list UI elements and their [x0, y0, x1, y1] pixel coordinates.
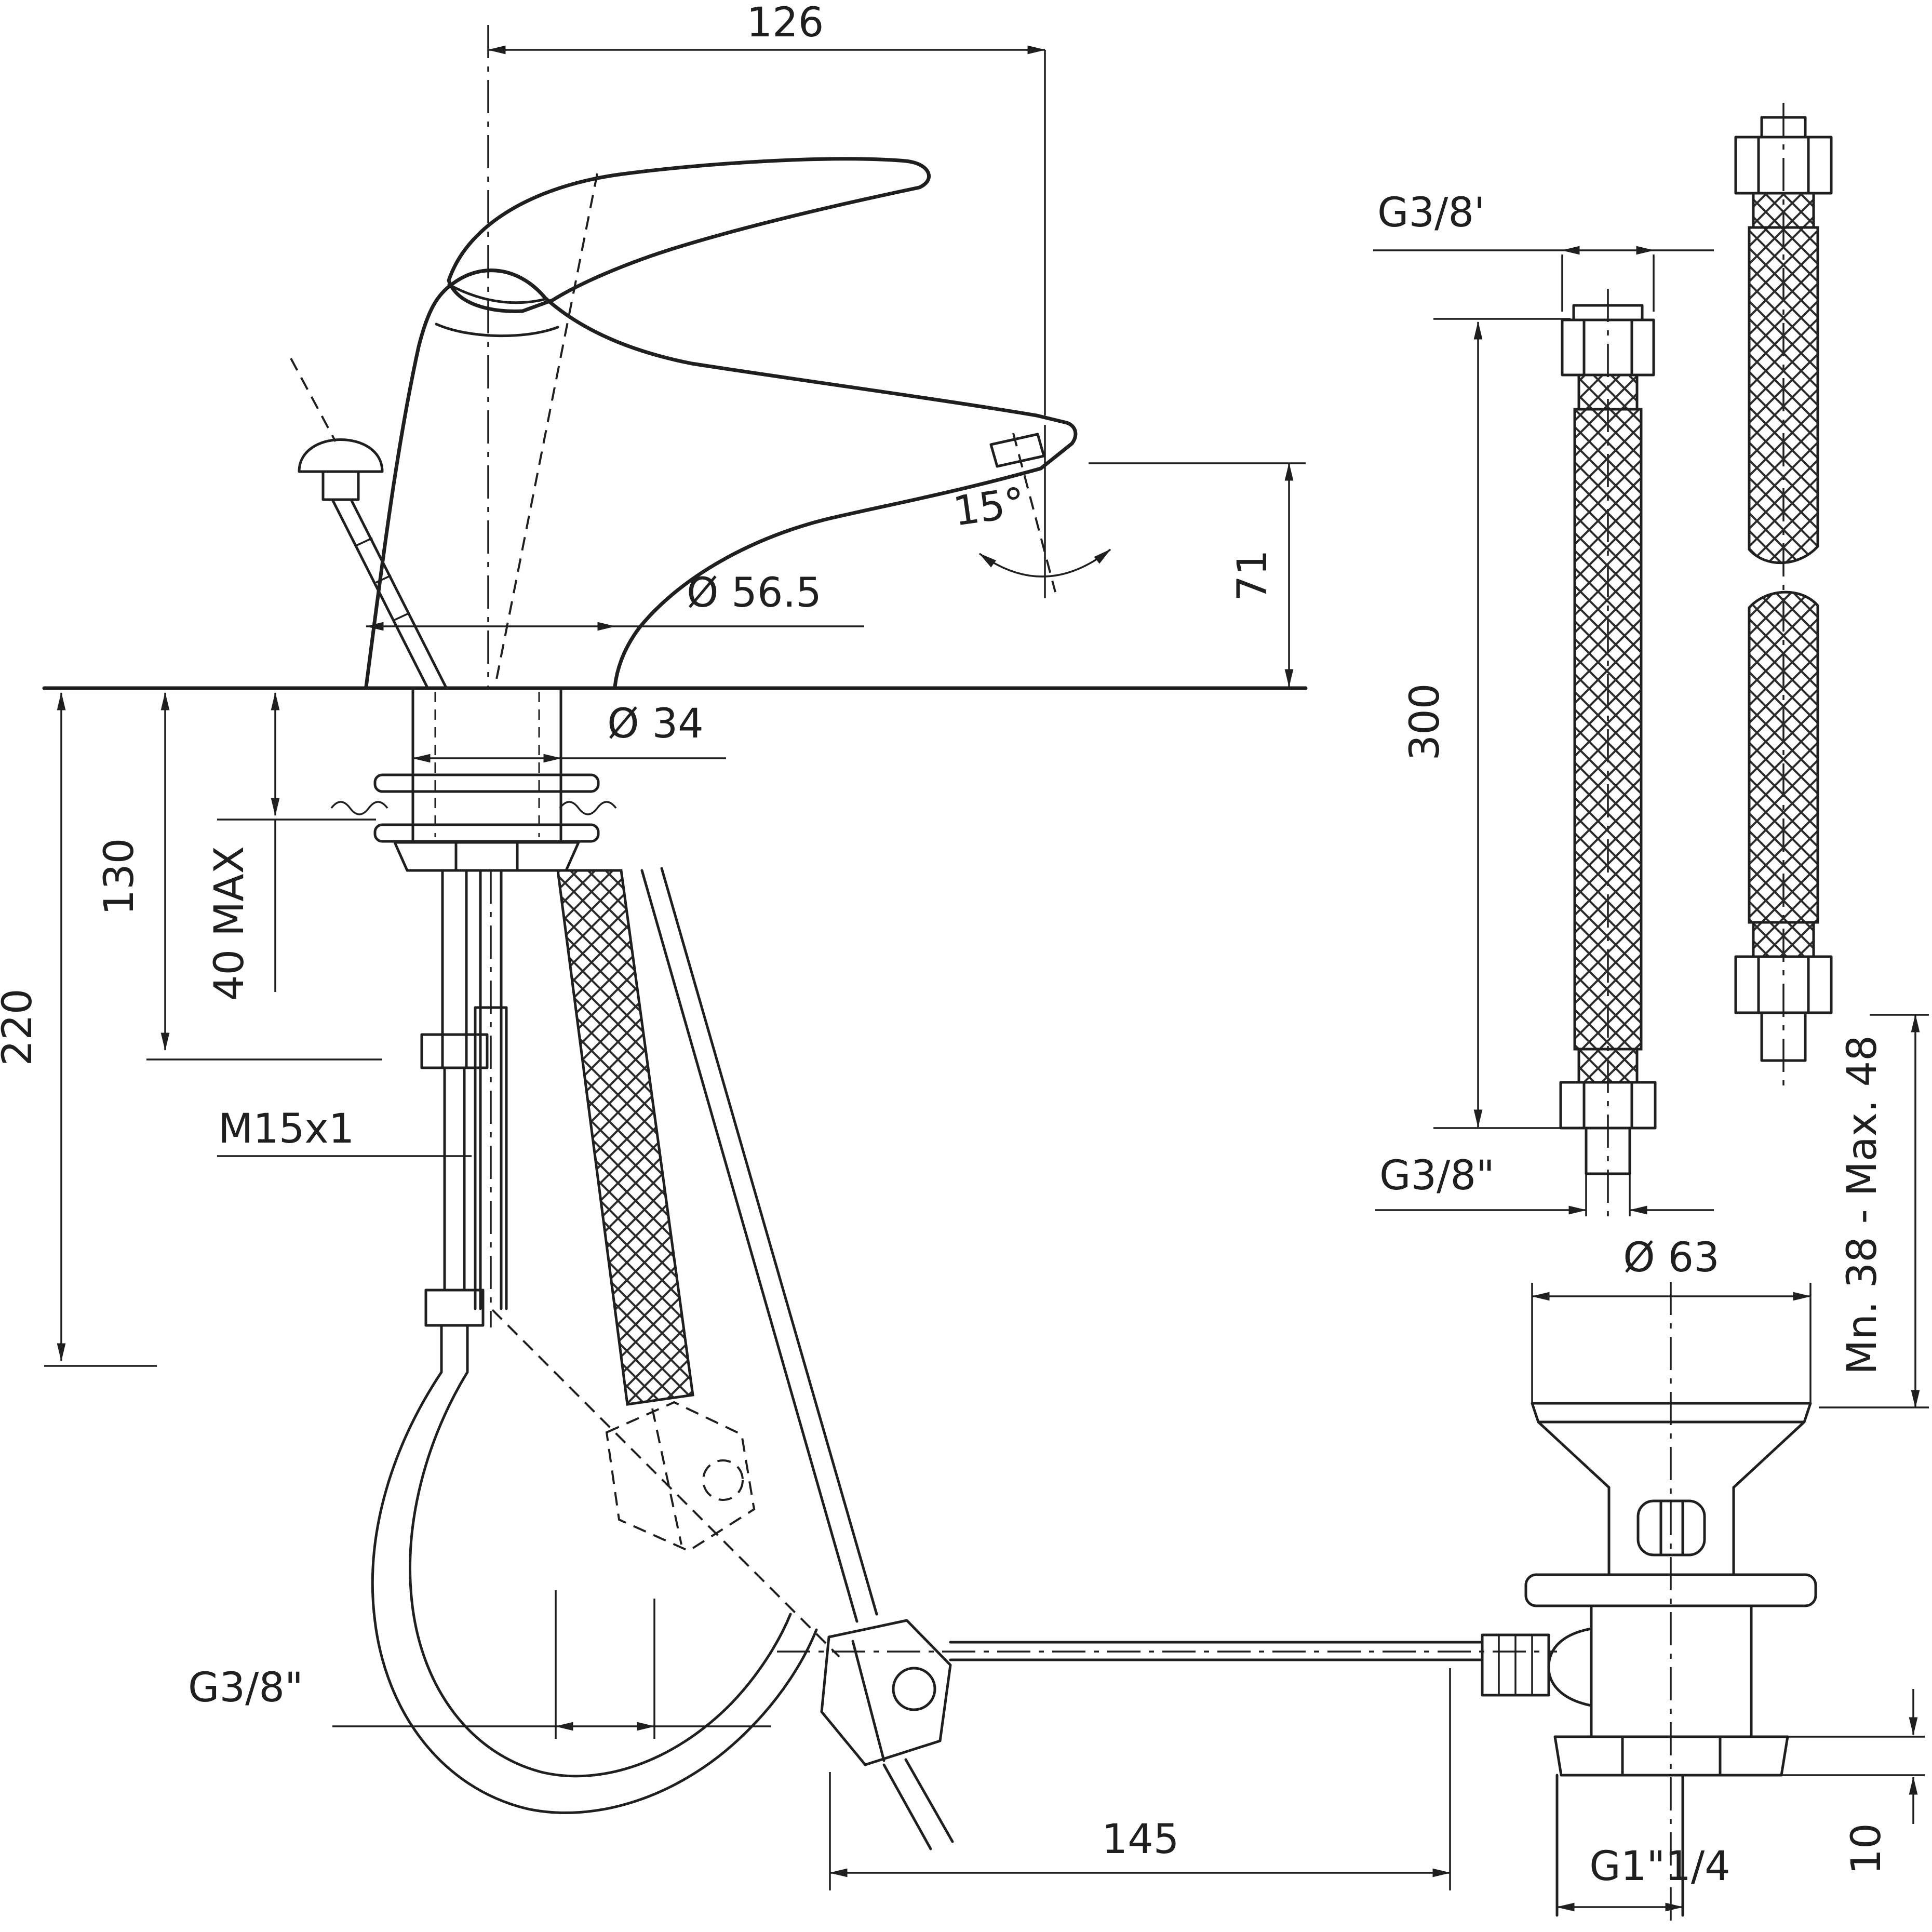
dim-under-deck-length-label: 220 [0, 989, 41, 1066]
clamp-hole [892, 1667, 936, 1711]
rod-clamp-alternate [605, 1401, 756, 1552]
dim-supply-pipe-length-label: 130 [96, 838, 143, 916]
m15-union-nut [420, 1033, 489, 1069]
hose-loop-outer [371, 1371, 818, 1814]
dimension-locknut-height: 10 [1781, 1689, 1925, 1875]
waste-slot [1636, 1499, 1706, 1557]
dimension-flange-diameter: Ø 63 [1531, 1235, 1812, 1402]
dimension-clamp-range: Mn. 38 - Max. 48 [1819, 1014, 1929, 1408]
upper-washer [373, 773, 600, 793]
dimension-supply-pipe-length: 130 [96, 692, 382, 1061]
dim-spout-angle-label: 15° [950, 479, 1028, 535]
dimension-hose-top-thread: G3/8' [1373, 190, 1714, 312]
mounting-shank [330, 687, 617, 872]
dimension-shank-diameter: Ø 34 [412, 701, 726, 763]
lever-axis-construction-line [494, 173, 598, 685]
dim-spout-reach-label: 126 [747, 0, 824, 46]
under-deck-hoses [371, 867, 878, 1814]
dimension-max-deck-thickness: 40 MAX [206, 692, 376, 1001]
lower-washer [373, 823, 600, 843]
horizontal-linkage-rod [777, 1641, 1557, 1661]
dim-flange-diameter-label: Ø 63 [1623, 1235, 1719, 1281]
dimension-under-deck-length: 220 [0, 692, 157, 1367]
dimension-rod-length: 145 [829, 1668, 1451, 1890]
dimension-outlet-thread: G1"1/4 [1556, 1843, 1730, 1912]
dimension-outlet-height: 71 [1089, 462, 1306, 688]
pipe-end-fitting [424, 1289, 485, 1327]
waste-funnel-rim [1531, 1402, 1812, 1424]
lift-rod-knob [298, 438, 384, 473]
dim-outlet-height-label: 71 [1229, 549, 1276, 601]
dim-base-diameter-label: Ø 56.5 [687, 570, 822, 616]
fixing-nut [393, 841, 580, 872]
dim-hose-end-thread-label: G3/8" [188, 1665, 303, 1711]
aerator [989, 433, 1045, 468]
dim-rod-length-label: 145 [1102, 1816, 1179, 1863]
dim-hose-bottom-thread-label: G3/8" [1379, 1152, 1495, 1199]
flex-hose-right [1734, 103, 1833, 1091]
waste-tailpiece [1555, 1774, 1684, 1917]
rod-clamp [820, 1619, 954, 1850]
lift-rod [290, 358, 447, 688]
pull-rod [474, 869, 840, 1658]
hose-thread-tail [1585, 1126, 1631, 1175]
dim-clamp-range-label: Mn. 38 - Max. 48 [1839, 1035, 1886, 1374]
braided-hose-diagonal [556, 869, 694, 1406]
dimension-spout-reach: 126 [487, 0, 1046, 415]
pull-rod-swing-line [491, 1309, 840, 1658]
dimension-supply-thread: M15x1 [217, 1106, 472, 1157]
dim-outlet-thread-label: G1"1/4 [1589, 1843, 1730, 1890]
dim-hose-top-thread-label: G3/8' [1377, 190, 1485, 236]
waste-flange [1524, 1573, 1817, 1607]
dimension-base-diameter: Ø 56.5 [365, 570, 864, 631]
dimension-hose-length: 300 [1402, 318, 1571, 1129]
dim-supply-thread-label: M15x1 [218, 1106, 354, 1152]
deck-break-right [559, 801, 617, 815]
braided-hose-outline [640, 867, 878, 1623]
hose-braid-upper [1748, 226, 1819, 565]
hose-loop-inner [409, 1371, 792, 1778]
deck-break-left [330, 801, 388, 815]
drain-assembly [1481, 1282, 1817, 1923]
dim-shank-diameter-label: Ø 34 [607, 701, 703, 747]
flex-hose-left [1559, 289, 1657, 1220]
waste-upper-body [1607, 1486, 1735, 1576]
dimension-hose-end-thread: G3/8" [188, 1590, 771, 1739]
faucet-body [364, 157, 1078, 689]
hose-braid-lower [1748, 591, 1819, 924]
supply-pipe-left [420, 869, 489, 1373]
dimension-hose-bottom-thread: G3/8" [1375, 1152, 1714, 1216]
dim-locknut-height-label: 10 [1843, 1823, 1890, 1874]
dimension-spout-angle: 15° [950, 425, 1111, 598]
hose-braid [1573, 408, 1643, 1051]
dim-hose-length-label: 300 [1402, 683, 1448, 761]
faucet-lever-handle [447, 157, 931, 313]
waste-funnel-cone [1537, 1420, 1806, 1489]
ball-joint-housing [1547, 1627, 1593, 1707]
dim-max-deck-thickness-label: 40 MAX [206, 846, 253, 1001]
